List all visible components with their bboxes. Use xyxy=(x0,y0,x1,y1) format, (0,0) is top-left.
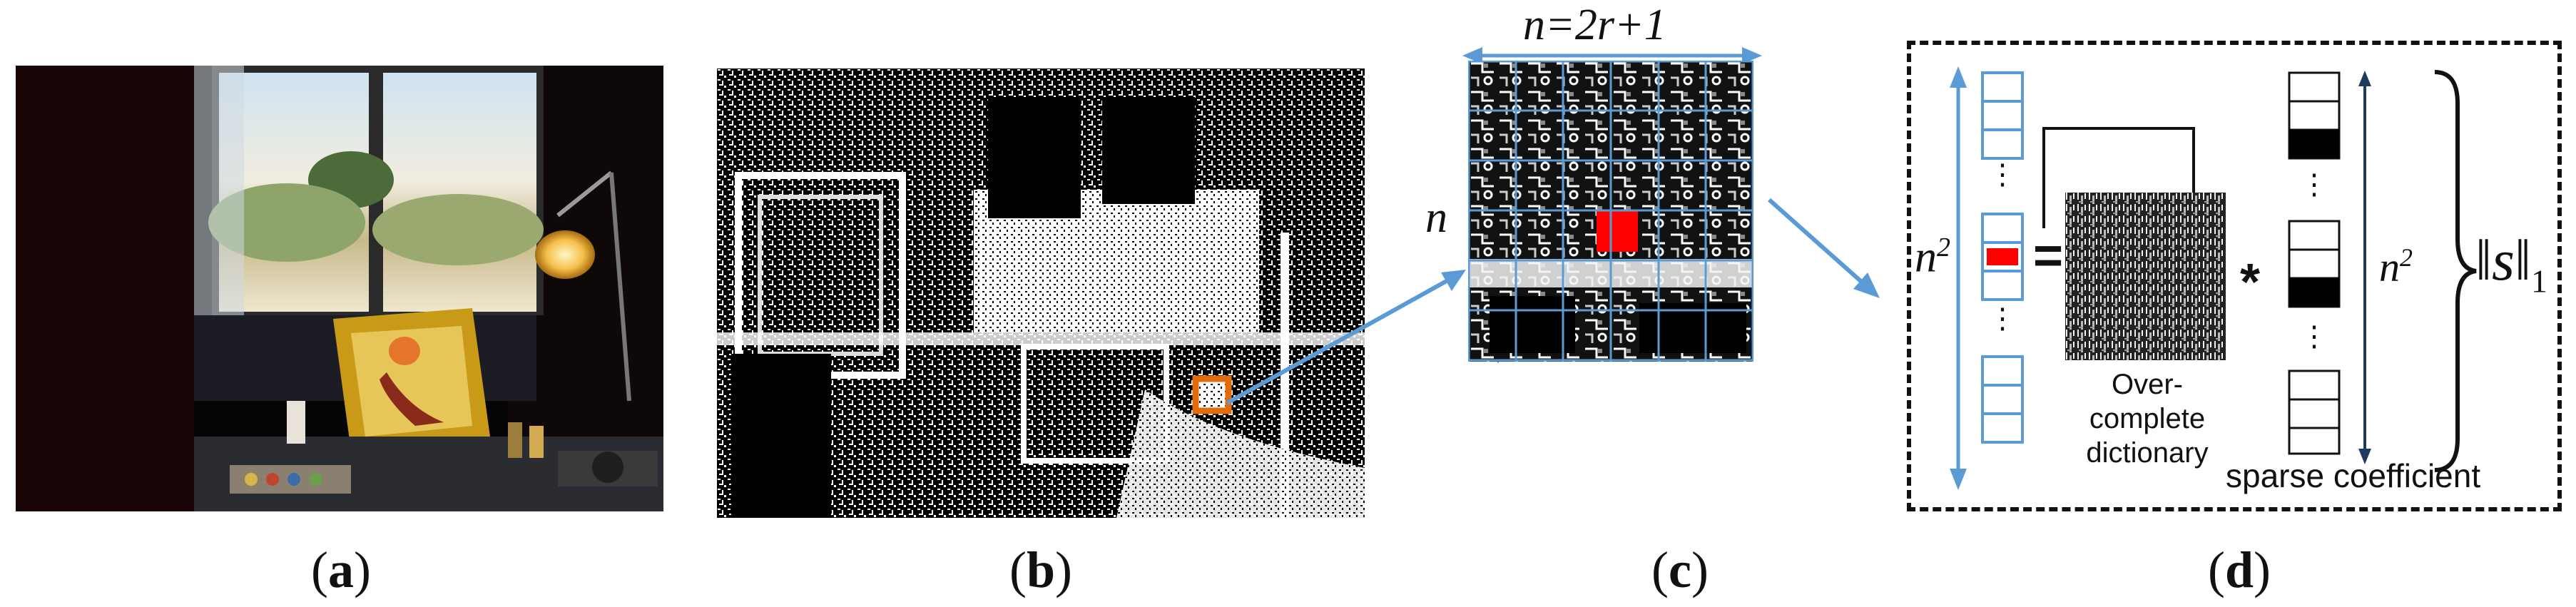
sparse-coefficient-vector: ⋮ ⋮ xyxy=(2288,71,2341,455)
patch-size-formula: n=2r+1 xyxy=(1523,1,1666,49)
vector-dim-label: n2 xyxy=(1915,233,1950,282)
svg-text:⋮: ⋮ xyxy=(2300,169,2328,200)
patch-vector: ⋮ ⋮ xyxy=(1981,71,2024,444)
edge-map-illustration xyxy=(717,68,1365,518)
panel-label-d: (d) xyxy=(2208,541,2271,598)
edge-map-image xyxy=(717,68,1365,518)
arrow-c-to-d xyxy=(1768,198,1880,298)
coefficient-dim-arrow xyxy=(2358,71,2371,464)
dictionary-texture xyxy=(2065,193,2226,360)
curly-brace xyxy=(2434,70,2477,472)
panel-label-b: (b) xyxy=(1009,541,1073,598)
photo-dim-room xyxy=(16,66,663,511)
vector-highlight-entry xyxy=(1987,248,2018,265)
patch-grid-cells xyxy=(1468,61,1753,362)
dim-room-illustration xyxy=(16,66,663,511)
dictionary-matrix xyxy=(2065,193,2226,360)
svg-text:⋮: ⋮ xyxy=(1988,303,2017,335)
svg-text:⋮: ⋮ xyxy=(2300,321,2328,352)
patch-side-label: n xyxy=(1425,193,1447,242)
selected-patch-marker xyxy=(1192,375,1232,414)
equals-sign: = xyxy=(2033,228,2064,285)
coefficient-nonzero-2 xyxy=(2289,278,2339,307)
sparse-coding-box xyxy=(1907,41,2562,511)
panel-label-a: (a) xyxy=(311,541,371,598)
vector-dim-arrow xyxy=(1950,66,1967,490)
multiply-sign: * xyxy=(2240,254,2261,311)
sparse-coefficient-caption: sparse coefficient xyxy=(2226,457,2481,494)
arrow-b-to-c xyxy=(1226,270,1466,405)
svg-text:⋮: ⋮ xyxy=(1988,159,2017,190)
coefficient-nonzero-1 xyxy=(2289,130,2339,158)
vector-dictionary-connector xyxy=(2042,127,2195,228)
coefficient-dim-label: n2 xyxy=(2379,243,2413,290)
patch-grid xyxy=(1468,61,1753,362)
panel-label-c: (c) xyxy=(1651,541,1709,598)
dictionary-caption: Over-complete dictionary xyxy=(2086,369,2209,469)
patch-width-arrow xyxy=(1462,47,1762,64)
l1-norm: ‖s‖1 xyxy=(2475,228,2547,300)
center-pixel-highlight xyxy=(1597,210,1638,252)
